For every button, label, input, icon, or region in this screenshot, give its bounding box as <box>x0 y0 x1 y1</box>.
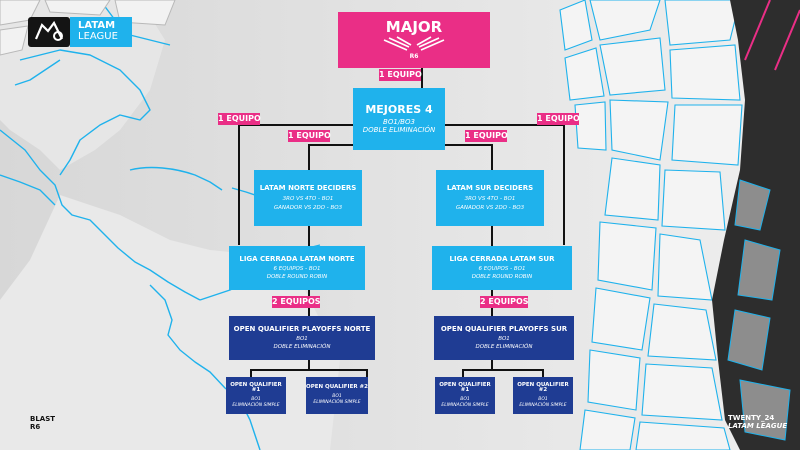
qualifier-title: OPEN QUALIFIER #1 <box>230 381 282 394</box>
qualifier-format: BO1 <box>332 394 342 400</box>
qualifier-format: BO1 <box>251 397 261 403</box>
footer-right-line1: TWENTY_24 <box>728 414 775 422</box>
league-logo: LATAM LEAGUE <box>28 17 132 47</box>
south-league-line1: 6 EQUIPOS - BO1 <box>478 265 526 272</box>
major-mark: R6 <box>409 52 419 60</box>
connector-south-qualifiers-bar <box>462 369 544 371</box>
tag-left-outer: 1 EQUIPO <box>218 113 261 125</box>
north-league-line2: DOBLE ROUND ROBIN <box>266 274 328 281</box>
south-deciders-line2: GANADOR VS 2DO - BO3 <box>455 204 525 211</box>
qualifier-box: OPEN QUALIFIER #2 BO1 ELIMINACIÓN SIMPLE <box>306 377 368 414</box>
north-playoffs-title: OPEN QUALIFIER PLAYOFFS NORTE <box>233 324 371 333</box>
connector-major-top4 <box>421 68 423 88</box>
qualifier-elimination: ELIMINACIÓN SIMPLE <box>232 403 280 409</box>
qualifier-elimination: ELIMINACIÓN SIMPLE <box>519 403 567 409</box>
connector-north-qualifiers-bar <box>250 369 368 371</box>
south-deciders-title: LATAM SUR DECIDERS <box>446 184 534 193</box>
connector-left-outer-vertical <box>238 124 240 245</box>
north-league-line1: 6 EQUIPOS - BO1 <box>273 265 321 272</box>
connector-right-inner-vertical <box>491 144 493 170</box>
major-box: MAJOR R6 <box>338 12 490 68</box>
connector-south-league-deciders <box>491 226 493 246</box>
tag-right-inner: 1 EQUIPO <box>465 130 508 142</box>
qualifier-box: OPEN QUALIFIER #1 BO1 ELIMINACIÓN SIMPLE <box>435 377 495 414</box>
north-deciders-title: LATAM NORTE DECIDERS <box>259 184 357 193</box>
south-league-line2: DOBLE ROUND ROBIN <box>471 274 533 281</box>
south-deciders-line1: 3RO VS 4TO - BO1 <box>464 196 516 203</box>
footer-left-line2: R6 <box>30 423 41 432</box>
top4-format: BO1/BO3 <box>383 117 415 126</box>
north-deciders-box: LATAM NORTE DECIDERS 3RO VS 4TO - BO1 GA… <box>254 170 362 226</box>
qualifier-title: OPEN QUALIFIER #1 <box>439 381 491 394</box>
south-playoffs-line2: DOBLE ELIMINACIÓN <box>475 344 533 351</box>
south-deciders-box: LATAM SUR DECIDERS 3RO VS 4TO - BO1 GANA… <box>436 170 544 226</box>
tag-south-two: 2 EQUIPOS <box>480 296 529 308</box>
tag-major-in: 1 EQUIPO <box>379 69 422 81</box>
top4-box: MEJORES 4 BO1/BO3 DOBLE ELIMINACIÓN <box>353 88 445 150</box>
connector-left-inner-vertical <box>308 144 310 170</box>
north-deciders-line1: 3RO VS 4TO - BO1 <box>282 196 334 203</box>
footer-left: BLAST R6 <box>30 415 55 432</box>
north-playoffs-line2: DOBLE ELIMINACIÓN <box>273 344 331 351</box>
north-league-box: LIGA CERRADA LATAM NORTE 6 EQUIPOS - BO1… <box>229 246 365 290</box>
top4-title: MEJORES 4 <box>365 103 433 117</box>
north-playoffs-line1: BO1 <box>296 335 308 342</box>
qualifier-box: OPEN QUALIFIER #2 BO1 ELIMINACIÓN SIMPLE <box>513 377 573 414</box>
r6-logo-mark <box>28 17 70 47</box>
south-league-title: LIGA CERRADA LATAM SUR <box>449 254 555 263</box>
connector-north-league-deciders <box>308 226 310 246</box>
logo-text-line1: LATAM <box>78 20 116 31</box>
footer-right: TWENTY_24 LATAM LEAGUE <box>728 414 787 431</box>
tag-left-inner: 1 EQUIPO <box>288 130 331 142</box>
qualifier-box: OPEN QUALIFIER #1 BO1 ELIMINACIÓN SIMPLE <box>226 377 286 414</box>
top4-elimination: DOBLE ELIMINACIÓN <box>362 125 436 134</box>
connector-south-q2 <box>542 369 544 377</box>
south-playoffs-line1: BO1 <box>498 335 510 342</box>
major-title: MAJOR <box>385 18 443 37</box>
tag-right-outer: 1 EQUIPO <box>537 113 580 125</box>
north-playoffs-box: OPEN QUALIFIER PLAYOFFS NORTE BO1 DOBLE … <box>229 316 375 360</box>
qualifier-format: BO1 <box>538 397 548 403</box>
connector-right-outer-vertical <box>563 124 565 245</box>
qualifier-elimination: ELIMINACIÓN SIMPLE <box>441 403 489 409</box>
qualifier-elimination: ELIMINACIÓN SIMPLE <box>313 400 361 406</box>
connector-south-q1 <box>462 369 464 377</box>
connector-north-q1 <box>250 369 252 377</box>
footer-right-line2: LATAM LEAGUE <box>728 422 788 431</box>
south-playoffs-title: OPEN QUALIFIER PLAYOFFS SUR <box>440 324 568 333</box>
south-league-box: LIGA CERRADA LATAM SUR 6 EQUIPOS - BO1 D… <box>432 246 572 290</box>
logo-text-line2: LEAGUE <box>78 31 118 42</box>
north-league-title: LIGA CERRADA LATAM NORTE <box>239 254 355 263</box>
qualifier-title: OPEN QUALIFIER #2 <box>517 381 569 394</box>
connector-north-qualifiers-stem <box>308 360 310 370</box>
footer-left-line1: BLAST <box>30 415 56 423</box>
wings-emblem-icon <box>383 36 445 51</box>
south-playoffs-box: OPEN QUALIFIER PLAYOFFS SUR BO1 DOBLE EL… <box>434 316 574 360</box>
r6-emblem-icon <box>34 20 63 41</box>
tag-north-two: 2 EQUIPOS <box>272 296 321 308</box>
connector-north-q2 <box>366 369 368 377</box>
connector-south-qualifiers-stem <box>491 360 493 370</box>
logo-text-box: LATAM LEAGUE <box>70 17 132 47</box>
north-deciders-line2: GANADOR VS 2DO - BO3 <box>273 204 343 211</box>
qualifier-format: BO1 <box>460 397 470 403</box>
qualifier-title: OPEN QUALIFIER #2 <box>306 384 368 391</box>
